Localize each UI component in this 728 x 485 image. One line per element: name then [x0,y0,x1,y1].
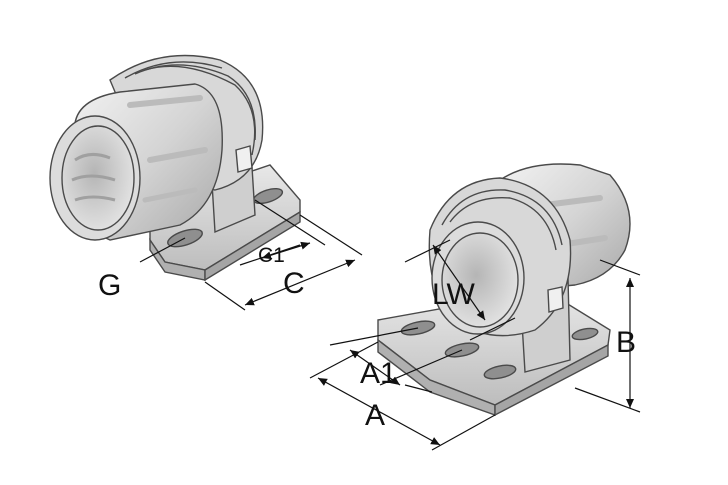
label-g: G [98,269,121,302]
right-dimensions [309,239,641,451]
right-slot-4 [571,327,599,341]
g-leader [139,237,186,263]
right-bracket [377,163,631,417]
label-lw: LW [432,278,475,311]
c1-arrow [261,241,311,260]
left-dimensions [139,199,363,311]
a-arrow [317,377,441,446]
label-a: A [365,399,385,432]
label-c1: C1 [258,244,285,267]
right-slot-3 [483,364,517,380]
label-c: C [283,267,305,300]
left-bracket [49,54,301,282]
label-a1: A1 [360,357,397,390]
c-arrow [244,259,356,306]
lw-arrow [432,244,486,321]
left-bore [61,125,135,231]
dimension-labels: G C1 C LW A1 A B [98,244,636,432]
label-b: B [616,326,636,359]
